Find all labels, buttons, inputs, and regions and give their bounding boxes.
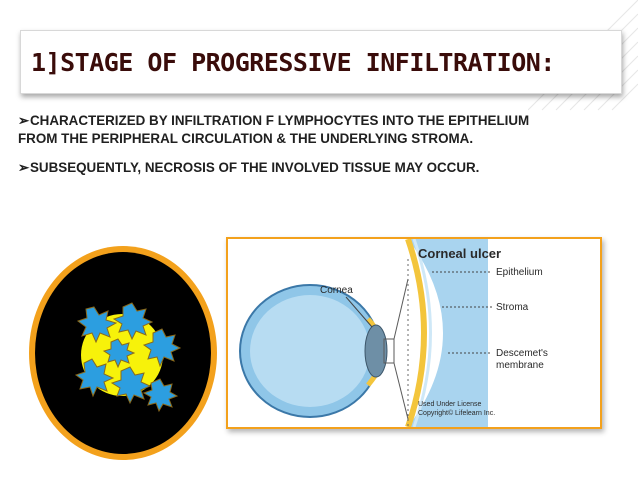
arrow-bullet-icon: ➢ bbox=[18, 160, 30, 175]
credit-line-2: Copyright© Lifelearn Inc. bbox=[418, 409, 495, 417]
label-stroma: Stroma bbox=[496, 302, 529, 313]
cornea-pointer bbox=[345, 296, 373, 328]
bullet-text: SUBSEQUENTLY, NECROSIS OF THE INVOLVED T… bbox=[30, 160, 480, 175]
label-descemet: Descemet's bbox=[496, 348, 548, 359]
label-epithelium: Epithelium bbox=[496, 267, 543, 278]
label-cornea: Cornea bbox=[320, 285, 353, 296]
slide-title: 1]STAGE OF PROGRESSIVE INFILTRATION: bbox=[31, 47, 555, 77]
bullet-item: ➢CHARACTERIZED BY INFILTRATION F LYMPHOC… bbox=[18, 112, 558, 148]
diagram-heading: Corneal ulcer bbox=[418, 246, 501, 261]
credit-line-1: Used Under License bbox=[418, 401, 482, 408]
label-membrane: membrane bbox=[496, 360, 544, 371]
infiltration-cell-illustration bbox=[29, 246, 217, 460]
bullet-item: ➢SUBSEQUENTLY, NECROSIS OF THE INVOLVED … bbox=[18, 159, 558, 177]
bullet-list: ➢CHARACTERIZED BY INFILTRATION F LYMPHOC… bbox=[18, 112, 558, 188]
bullet-text: CHARACTERIZED BY INFILTRATION F LYMPHOCY… bbox=[18, 113, 530, 146]
corneal-ulcer-diagram: Corneal ulcer Cornea Epithelium Stroma D… bbox=[226, 237, 602, 429]
arrow-bullet-icon: ➢ bbox=[18, 113, 30, 128]
lymphocyte-stars bbox=[74, 302, 182, 413]
title-banner: 1]STAGE OF PROGRESSIVE INFILTRATION: bbox=[20, 30, 622, 94]
